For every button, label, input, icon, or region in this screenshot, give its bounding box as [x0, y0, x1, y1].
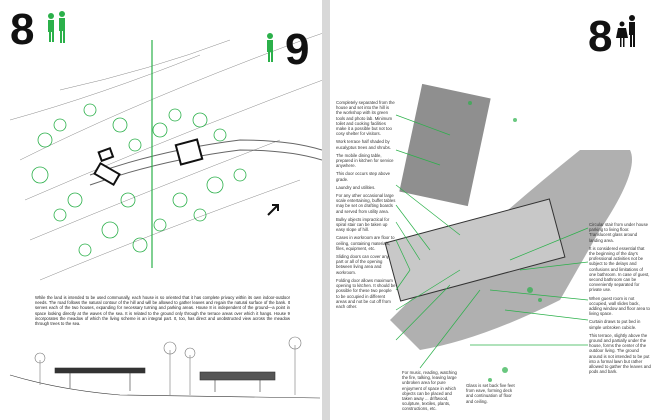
people-figures-black — [616, 15, 635, 47]
caption: For any other occasional large scale ent… — [336, 193, 396, 214]
body-text: While the land is intended to be used co… — [35, 295, 290, 327]
elevation-drawing — [9, 336, 321, 399]
site-plan-drawing — [9, 11, 322, 399]
workshop-plan — [399, 83, 491, 207]
house-plan-drawing — [384, 15, 635, 382]
caption: Curtain draws to put bed in simple unbro… — [589, 319, 641, 330]
page-number-8: 8 — [10, 5, 35, 54]
caption: Work terrace half shaded by eucalyptus t… — [336, 139, 391, 150]
north-arrow-icon — [267, 204, 279, 216]
caption: Completely separated from the house and … — [336, 100, 395, 137]
captions-right-column: Circular stair from under house parking … — [589, 222, 651, 374]
caption: Bulky objects impractical for spiral sta… — [336, 216, 390, 233]
page-number-8: 8 — [588, 12, 613, 61]
house-plan — [384, 198, 566, 302]
captions-left-column: Completely separated from the house and … — [336, 100, 396, 309]
page-number-9: 9 — [285, 25, 310, 74]
people-figures-green — [48, 11, 273, 62]
caption: When guest room is not occupied, wall sl… — [589, 295, 650, 317]
caption: This terrace, slightly above the ground … — [589, 332, 651, 375]
right-page: 8 Completely separated from the house an… — [330, 0, 656, 420]
caption: Glass is set back five feet from eave, f… — [466, 383, 515, 404]
caption: Folding door allows maximum opening to k… — [336, 277, 396, 309]
trees — [31, 103, 247, 257]
caption: Circular stair from under house parking … — [589, 222, 648, 243]
caption: The mobile dining table, prepared in kit… — [336, 152, 394, 169]
caption: Cases in workroom are floor to ceiling, … — [336, 235, 395, 251]
left-page: 8 9 While the land is intended to be use… — [0, 0, 322, 420]
caption: Sliding doors can cover any part or all … — [336, 254, 389, 275]
caption: This door occurs step above grade. — [336, 171, 390, 182]
houses — [93, 138, 204, 187]
caption: It is considered essential that the begi… — [589, 245, 650, 293]
caption: Laundry and utilities. — [336, 184, 376, 190]
caption: For music, reading, watching the fire, t… — [402, 370, 457, 412]
